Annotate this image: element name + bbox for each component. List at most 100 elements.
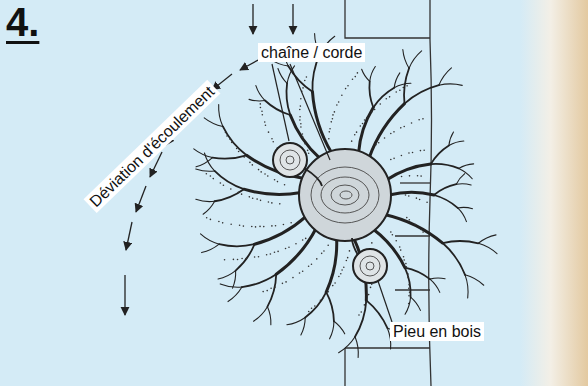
flow-arrow [124,275,125,315]
pile-ring [366,262,374,270]
root-fibre [305,238,307,240]
root-fibre [352,78,354,80]
root-fibre [264,173,266,175]
root-fibre [368,294,370,296]
stump [299,149,391,241]
root-fibre [360,311,362,313]
root-fibre [356,131,358,133]
root-fibre [366,117,368,119]
root [405,297,411,314]
root-fibre [230,224,232,226]
root-fibre [239,225,241,227]
root-fibre [259,103,261,105]
root-fibre [266,254,268,256]
root-fibre [212,178,214,180]
root-fibre [252,198,254,200]
root-fibre [265,125,267,127]
root-fibre [225,132,227,134]
root [286,83,290,115]
root-fibre [222,222,224,224]
root-fibre [341,94,343,96]
root-fibre [279,203,281,205]
root-fibre [374,109,376,111]
root-fibre [336,104,338,106]
pile-ring [280,150,300,170]
root-fibre [371,242,373,244]
root-fibre [393,158,395,160]
root [430,279,440,292]
root-fibre [249,196,251,198]
root-fibre [400,249,402,251]
root-fibre [412,152,414,154]
root [256,86,265,101]
pile-ring [286,156,294,164]
root-fibre [408,284,410,286]
root-fibre [272,141,274,143]
root-fibre [422,118,424,120]
root [439,84,462,85]
leader-line [290,64,330,160]
root-fibre [241,193,243,195]
root-fibre [403,126,405,128]
root-fibre [406,85,408,87]
chain-link [352,238,358,255]
root [369,104,404,158]
root [278,69,287,84]
root [405,268,430,280]
root-fibre [311,307,313,309]
root-fibre [254,256,256,258]
root [394,83,411,87]
root-fibre [210,175,212,177]
root-fibre [285,281,287,283]
bank-line [395,235,430,236]
root [384,214,442,243]
root-fibre [304,80,306,82]
root-fibre [408,303,410,305]
root-fibre [364,304,366,306]
flow-arrow [126,222,132,250]
root-fibre [341,269,343,271]
root-fibre [262,114,264,116]
root [434,195,458,208]
root-fibre [347,85,349,87]
root [373,88,394,108]
root-fibre [338,276,340,278]
root-fibre [323,297,325,299]
root [458,207,473,208]
root-fibre [379,103,381,105]
root-fibre [299,116,301,118]
root [233,271,236,289]
root [223,126,247,155]
root-fibre [347,257,349,259]
root [196,158,212,167]
root-fibre [407,277,409,279]
root-fibre [277,181,279,183]
root-fibre [316,258,318,260]
leader-line [378,281,392,322]
root-fibre [226,135,228,137]
root-fibre [419,199,421,201]
root [409,51,422,68]
root [236,244,255,270]
root-fibre [267,175,269,177]
root-fibre [300,98,302,100]
root [389,192,434,195]
root-texture [206,72,428,316]
root-fibre [271,138,273,140]
root [339,337,355,353]
root-fibre [274,286,276,288]
root-fibre [408,295,410,297]
root-fibre [402,87,404,89]
flow-arrow [292,4,293,34]
root-fibre [308,265,310,267]
root-fibre [262,291,264,293]
root-fibre [403,259,405,261]
root-fibre [409,291,411,293]
root-fibre [375,144,377,146]
root-fibre [230,188,232,190]
root-fibre [401,176,403,178]
root-fibre [220,182,222,184]
root-fibre [274,251,276,253]
root-fibre [384,137,386,139]
leader-line [272,64,289,141]
